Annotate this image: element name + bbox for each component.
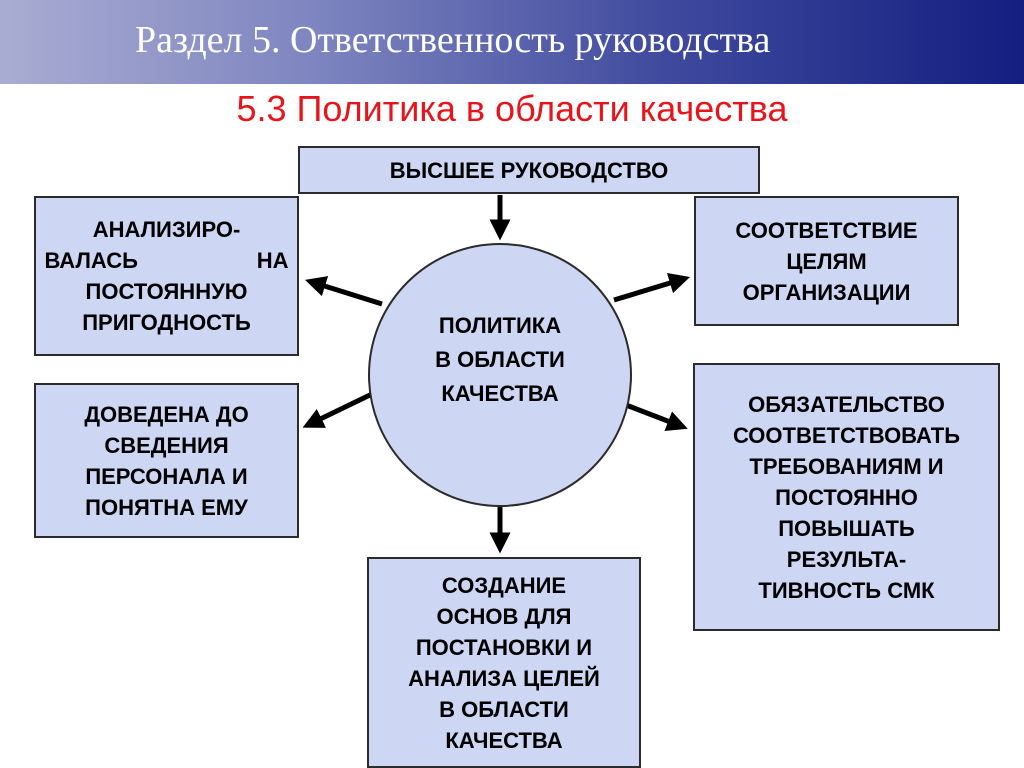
box-top-management: ВЫСШЕЕ РУКОВОДСТВО — [298, 146, 760, 194]
header-bar: Раздел 5. Ответственность руководства — [0, 0, 1024, 84]
box-line: СВЕДЕНИЯ — [104, 432, 229, 458]
center-line: КАЧЕСТВА — [441, 381, 559, 406]
box-commitment-improve: ОБЯЗАТЕЛЬСТВО СООТВЕТСТВОВАТЬ ТРЕБОВАНИЯ… — [693, 363, 1000, 631]
box-line: СООТВЕТСТВИЕ — [735, 217, 918, 243]
box-word: ВАЛАСЬ — [44, 248, 138, 273]
box-line: СОЗДАНИЕ — [441, 572, 567, 598]
box-line: ПОСТОЯННУЮ — [85, 279, 248, 304]
box-organization-goals: СООТВЕТСТВИЕ ЦЕЛЯМ ОРГАНИЗАЦИИ — [694, 196, 959, 326]
box-line-justified: ВАЛАСЬ НА — [45, 245, 289, 276]
box-line: ПОВЫШАТЬ — [778, 515, 915, 541]
box-line: РЕЗУЛЬТА- — [786, 546, 907, 572]
box-line: ВЫСШЕЕ РУКОВОДСТВО — [389, 157, 669, 183]
box-line: ОБЯЗАТЕЛЬСТВО — [748, 391, 945, 417]
box-line: ЦЕЛЯМ — [786, 248, 867, 274]
arrow-to-left1 — [304, 276, 383, 307]
center-line: ПОЛИТИКА — [438, 313, 562, 338]
box-line: ТИВНОСТЬ СМК — [758, 577, 935, 603]
box-line: АНАЛИЗИРО- — [92, 217, 241, 242]
box-line: В ОБЛАСТИ — [439, 696, 569, 722]
box-line: ПРИГОДНОСТЬ — [82, 310, 251, 335]
box-line: ПОНЯТНА ЕМУ — [85, 494, 248, 520]
box-word: НА — [256, 248, 289, 273]
box-line: АНАЛИЗА ЦЕЛЕЙ — [408, 665, 600, 691]
center-line: В ОБЛАСТИ — [435, 347, 565, 372]
box-framework-objectives: СОЗДАНИЕ ОСНОВ ДЛЯ ПОСТАНОВКИ И АНАЛИЗА … — [367, 557, 641, 768]
arrow-to-right1 — [613, 272, 691, 303]
section-title: Раздел 5. Ответственность руководства — [135, 19, 771, 61]
box-line: ТРЕБОВАНИЯМ И — [749, 453, 944, 479]
box-communicated-staff: ДОВЕДЕНА ДО СВЕДЕНИЯ ПЕРСОНАЛА И ПОНЯТНА… — [34, 383, 299, 538]
box-line: ДОВЕДЕНА ДО — [84, 401, 249, 427]
slide-subtitle: 5.3 Политика в области качества — [236, 88, 788, 129]
box-line: ПОСТОЯННО — [775, 484, 918, 510]
box-line: ПЕРСОНАЛА И — [85, 463, 248, 489]
center-quality-policy: ПОЛИТИКА В ОБЛАСТИ КАЧЕСТВА — [368, 243, 632, 507]
arrow-to-left2 — [302, 391, 374, 428]
arrow-to-right2 — [625, 402, 688, 432]
box-line: СООТВЕТСТВОВАТЬ — [732, 422, 961, 448]
box-reviewed-suitability: АНАЛИЗИРО- ВАЛАСЬ НА ПОСТОЯННУЮ ПРИГОДНО… — [34, 196, 299, 356]
box-line: КАЧЕСТВА — [445, 727, 563, 753]
box-line: ОСНОВ ДЛЯ — [436, 603, 572, 629]
box-line: ОРГАНИЗАЦИИ — [742, 279, 911, 305]
box-line: ПОСТАНОВКИ И — [415, 634, 593, 660]
